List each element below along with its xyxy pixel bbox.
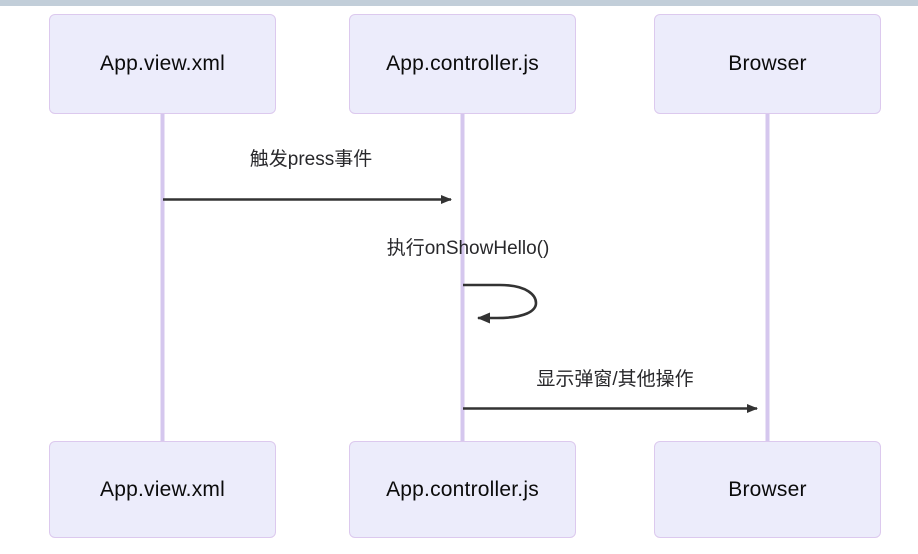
message-label-3: 显示弹窗/其他操作: [536, 369, 694, 390]
actor-label-view-top: App.view.xml: [100, 52, 225, 75]
actor-box-top-browser[interactable]: Browser: [654, 14, 881, 114]
top-window-strip: [0, 0, 918, 6]
actor-box-bottom-controller[interactable]: App.controller.js: [349, 441, 576, 538]
actor-box-top-controller[interactable]: App.controller.js: [349, 14, 576, 114]
actor-label-browser-top: Browser: [728, 52, 807, 75]
actor-box-top-view[interactable]: App.view.xml: [49, 14, 276, 114]
actor-label-controller-top: App.controller.js: [386, 52, 539, 75]
actor-label-controller-bottom: App.controller.js: [386, 477, 539, 501]
message-self-loop-2: [463, 283, 538, 324]
actor-box-bottom-view[interactable]: App.view.xml: [49, 441, 276, 538]
message-label-2: 执行onShowHello(): [386, 238, 550, 259]
actor-box-bottom-browser[interactable]: Browser: [654, 441, 881, 538]
actor-label-view-bottom: App.view.xml: [100, 477, 225, 501]
message-label-1: 触发press事件: [249, 149, 373, 170]
lifeline-group: [160, 114, 770, 441]
actor-label-browser-bottom: Browser: [728, 477, 807, 501]
